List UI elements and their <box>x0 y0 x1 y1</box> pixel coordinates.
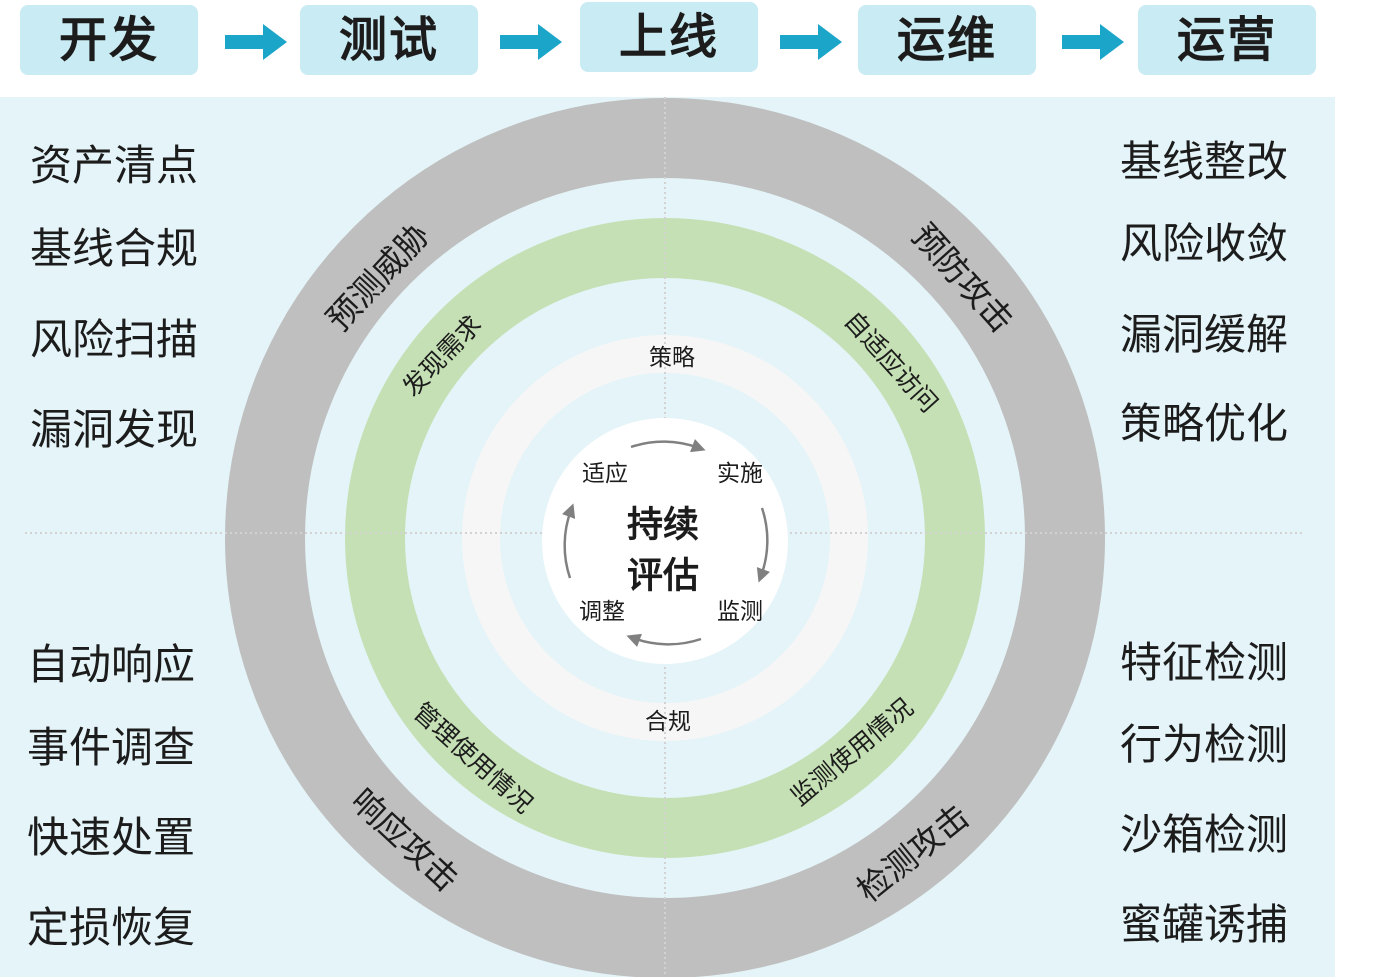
list-item: 快速处置 <box>27 813 196 862</box>
center-disc <box>542 418 788 664</box>
list-item: 漏洞发现 <box>30 405 199 454</box>
curved-arrow-icon <box>756 507 770 583</box>
curved-arrow-icon <box>562 503 576 579</box>
cycle-label-monitor: 监测 <box>717 599 763 625</box>
list-item: 行为检测 <box>1120 720 1289 769</box>
cycle-label-adapt: 适应 <box>582 461 628 487</box>
stage-box-test: 测试 <box>300 5 478 75</box>
list-item: 事件调查 <box>27 723 196 772</box>
list-item: 特征检测 <box>1120 638 1289 687</box>
arrow-right-icon <box>780 24 842 60</box>
center-title-line-2: 评估 <box>627 556 699 597</box>
arrow-right-icon <box>1062 24 1124 60</box>
arrow-shape <box>780 24 842 60</box>
stage-label: 测试 <box>338 12 439 68</box>
stage-box-launch: 上线 <box>580 2 758 72</box>
inner-ring-label-bottom: 合规 <box>645 709 691 735</box>
list-item: 策略优化 <box>1120 399 1289 448</box>
list-item: 蜜罐诱捕 <box>1120 900 1289 949</box>
arrow-right-icon <box>225 24 287 60</box>
curved-arrow-icon <box>630 439 706 453</box>
stage-label: 上线 <box>618 9 719 65</box>
inner-ring-label-top: 策略 <box>649 345 695 371</box>
list-item: 自动响应 <box>27 640 196 689</box>
list-item: 基线整改 <box>1120 137 1289 186</box>
cycle-label-adjust: 调整 <box>579 599 625 625</box>
stage-box-develop: 开发 <box>20 5 198 75</box>
list-item: 资产清点 <box>30 141 199 190</box>
curved-arrow-icon <box>626 633 702 647</box>
list-item: 基线合规 <box>30 224 199 273</box>
stage-box-running: 运营 <box>1138 5 1316 75</box>
list-item: 漏洞缓解 <box>1120 310 1289 359</box>
list-item: 风险收敛 <box>1120 219 1289 268</box>
arrow-shape <box>1062 24 1124 60</box>
arrow-shape <box>500 24 562 60</box>
stage-label: 运维 <box>896 12 997 68</box>
stage-box-operations: 运维 <box>858 5 1036 75</box>
stage-label: 开发 <box>58 12 159 68</box>
arrow-right-icon <box>500 24 562 60</box>
arrow-shape <box>225 24 287 60</box>
cycle-label-implement: 实施 <box>717 461 763 487</box>
stage-label: 运营 <box>1176 12 1277 68</box>
center-title-line-1: 持续 <box>627 505 699 546</box>
list-item: 定损恢复 <box>27 903 196 952</box>
list-item: 风险扫描 <box>30 315 199 364</box>
list-item: 沙箱检测 <box>1120 810 1289 859</box>
